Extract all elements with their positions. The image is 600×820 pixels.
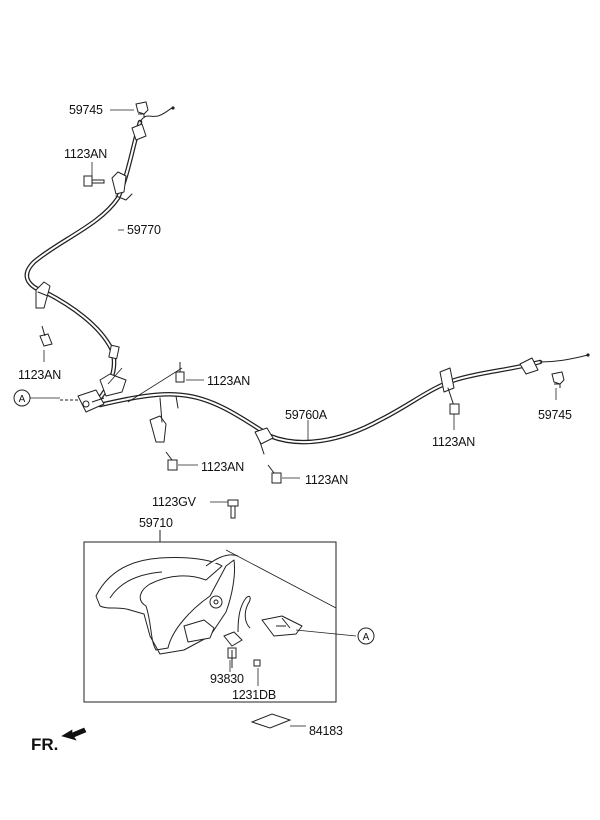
clip-icon xyxy=(551,371,565,388)
label-1123an-b: 1123AN xyxy=(18,368,61,382)
equalizer-joint xyxy=(60,373,127,413)
cable-59770 xyxy=(24,106,175,401)
guide-lines xyxy=(30,397,357,637)
clip-icon xyxy=(135,101,149,118)
bolt-icon xyxy=(227,499,239,519)
lever-assembly-box xyxy=(83,530,337,703)
label-59770: 59770 xyxy=(127,223,161,237)
front-label: FR. xyxy=(31,735,58,754)
label-1123an-e: 1123AN xyxy=(201,460,244,474)
label-1123an-c: 1123AN xyxy=(207,374,250,388)
front-arrow-icon xyxy=(61,727,87,741)
bolt-icon xyxy=(175,362,185,383)
cable-bracket xyxy=(237,595,303,637)
label-59745-top: 59745 xyxy=(69,103,103,117)
front-orientation-marker: FR. xyxy=(31,727,87,754)
callout-a-left: A xyxy=(19,394,26,405)
label-59745-right: 59745 xyxy=(538,408,572,422)
bolt-icon xyxy=(39,325,53,347)
switch-hardware xyxy=(223,631,261,668)
leader-lines xyxy=(107,367,183,403)
bolt-icon xyxy=(165,451,178,471)
bolt-icons xyxy=(39,175,460,519)
label-1123an-a: 1123AN xyxy=(64,147,107,161)
label-leaders xyxy=(43,109,557,727)
label-1231db: 1231DB xyxy=(232,688,276,702)
callout-a-right: A xyxy=(363,632,370,643)
clip-icons xyxy=(135,101,565,388)
pad-84183 xyxy=(250,713,292,729)
label-1123an-f: 1123AN xyxy=(305,473,348,487)
callout-circles: A A xyxy=(13,389,375,645)
label-1123gv: 1123GV xyxy=(152,495,197,509)
bolt-icon xyxy=(83,175,105,187)
bolt-icon xyxy=(267,464,282,484)
label-59760a: 59760A xyxy=(285,408,328,422)
label-59710: 59710 xyxy=(139,516,173,530)
bolt-icon xyxy=(449,403,460,415)
cable-59760a xyxy=(97,353,590,455)
part-labels: 59745 1123AN 59770 1123AN 1123AN 59760A … xyxy=(18,103,572,738)
label-84183: 84183 xyxy=(309,724,343,738)
label-93830: 93830 xyxy=(210,672,244,686)
label-1123an-d: 1123AN xyxy=(432,435,475,449)
parking-brake-lever xyxy=(95,554,239,655)
